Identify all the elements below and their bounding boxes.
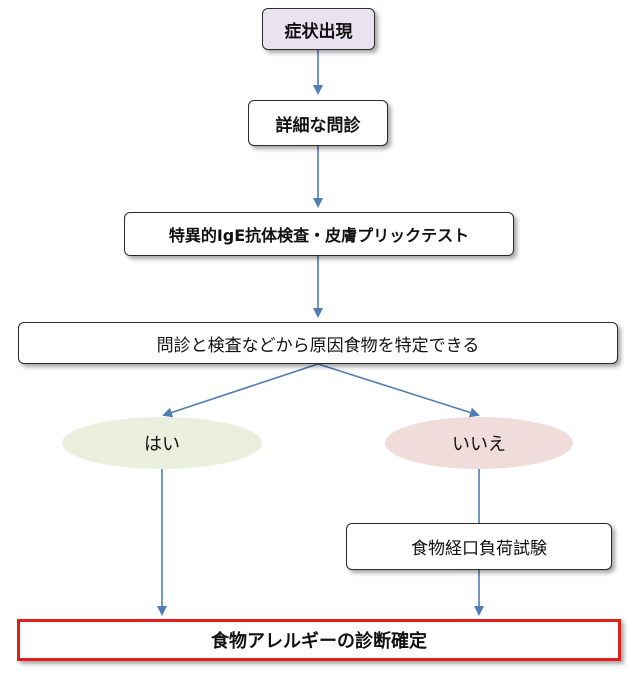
node-oral-food-challenge-label: 食物経口負荷試験 xyxy=(411,539,547,559)
node-symptom-onset-label: 症状出現 xyxy=(284,21,353,42)
node-detailed-interview-label: 詳細な問診 xyxy=(275,115,361,136)
node-identify-cause: 問診と検査などから原因食物を特定できる xyxy=(18,322,618,364)
node-detailed-interview: 詳細な問診 xyxy=(248,100,388,146)
node-yes-label: はい xyxy=(144,434,180,455)
node-oral-food-challenge: 食物経口負荷試験 xyxy=(346,523,612,570)
arrow-identify-to-no xyxy=(317,363,480,418)
node-no-label: いいえ xyxy=(452,434,506,455)
node-diagnosis-confirmed: 食物アレルギーの診断確定 xyxy=(17,619,621,661)
node-ige-prick-tests-label: 特異的IgE抗体検査・皮膚プリックテスト xyxy=(168,226,470,245)
node-symptom-onset: 症状出現 xyxy=(262,8,375,50)
node-ige-prick-tests: 特異的IgE抗体検査・皮膚プリックテスト xyxy=(124,212,514,256)
node-diagnosis-confirmed-label: 食物アレルギーの診断確定 xyxy=(211,631,427,652)
arrow-identify-to-yes xyxy=(162,363,319,418)
node-no: いいえ xyxy=(385,417,573,469)
node-yes: はい xyxy=(62,417,262,469)
node-identify-cause-label: 問診と検査などから原因食物を特定できる xyxy=(156,335,480,356)
